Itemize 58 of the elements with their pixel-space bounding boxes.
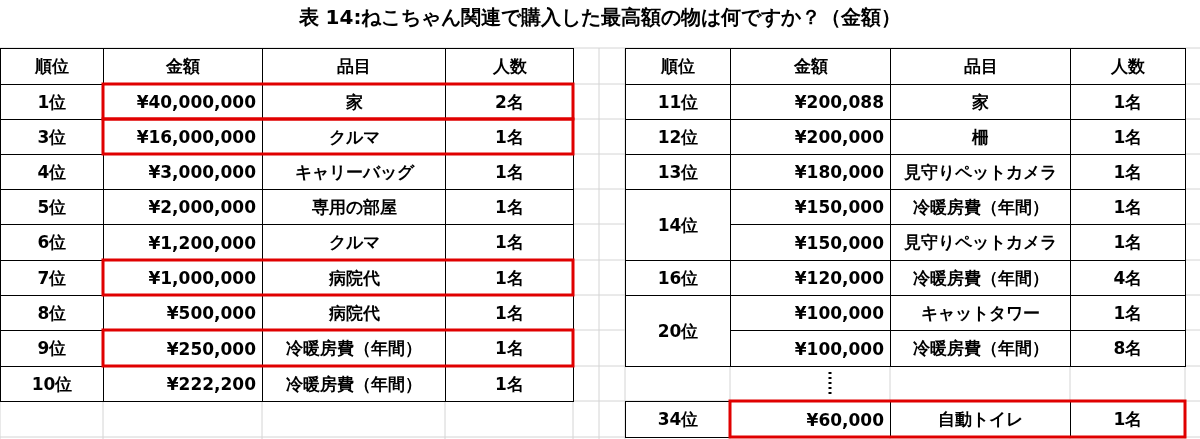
table-cell: 6位 (0, 224, 104, 261)
table-cell: 1名 (445, 189, 574, 225)
table-cell: 冷暖房費（年間） (890, 330, 1071, 367)
table-cell: 14位 (625, 189, 731, 261)
header-cell: 人数 (1070, 48, 1186, 85)
header-cell: 品目 (262, 48, 446, 85)
table-cell: 16位 (625, 260, 731, 296)
table-cell: 冷暖房費（年間） (262, 366, 446, 402)
table-cell: ¥222,200 (103, 366, 263, 402)
table-cell: 1名 (1070, 224, 1186, 261)
table-cell: キャリーバッグ (262, 154, 446, 190)
table-cell: 5位 (0, 189, 104, 225)
table-cell: 見守りペットカメラ (890, 154, 1071, 190)
table-cell: 専用の部屋 (262, 189, 446, 225)
header-cell: 品目 (890, 48, 1071, 85)
header-cell: 順位 (625, 48, 731, 85)
table-cell: 13位 (625, 154, 731, 190)
table-cell: ¥200,000 (730, 119, 891, 155)
table-cell: ¥100,000 (730, 330, 891, 367)
table-cell: 冷暖房費（年間） (890, 260, 1071, 296)
header-cell: 金額 (103, 48, 263, 85)
table-cell: ¥150,000 (730, 224, 891, 261)
table-cell: ¥2,000,000 (103, 189, 263, 225)
table-cell: ¥150,000 (730, 189, 891, 225)
table-cell: 4位 (0, 154, 104, 190)
table-cell: 1名 (1070, 154, 1186, 190)
table-cell: 1名 (1070, 295, 1186, 331)
table-cell: 9位 (0, 330, 104, 367)
table-cell: ¥3,000,000 (103, 154, 263, 190)
table-cell: 4名 (1070, 260, 1186, 296)
table-cell: 8名 (1070, 330, 1186, 367)
table-cell: 1名 (1070, 119, 1186, 155)
table-cell: 柵 (890, 119, 1071, 155)
table-cell: 3位 (0, 119, 104, 155)
table-title: 表 14:ねこちゃん関連で購入した最高額の物は何ですか？（金額） (297, 4, 903, 31)
table-cell: ¥120,000 (730, 260, 891, 296)
table-cell: 7位 (0, 260, 104, 296)
table-cell: 冷暖房費（年間） (890, 189, 1071, 225)
header-cell: 人数 (445, 48, 574, 85)
table-cell: ¥100,000 (730, 295, 891, 331)
table-cell: 見守りペットカメラ (890, 224, 1071, 261)
table-cell: 1名 (445, 154, 574, 190)
table-cell: 12位 (625, 119, 731, 155)
table-cell: 20位 (625, 295, 731, 367)
table-cell: 34位 (625, 401, 731, 438)
table-cell: ¥180,000 (730, 154, 891, 190)
table-cell: キャットタワー (890, 295, 1071, 331)
table-cell: 11位 (625, 84, 731, 120)
table-cell: 1名 (1070, 189, 1186, 225)
table-cell: 家 (890, 84, 1071, 120)
table-cell: 1位 (0, 84, 104, 120)
table-cell: 10位 (0, 366, 104, 402)
header-cell: 順位 (0, 48, 104, 85)
header-cell: 金額 (730, 48, 891, 85)
table-cell: 1名 (445, 366, 574, 402)
table-cell: 8位 (0, 295, 104, 331)
table-cell: ¥200,088 (730, 84, 891, 120)
table-cell: 1名 (1070, 84, 1186, 120)
